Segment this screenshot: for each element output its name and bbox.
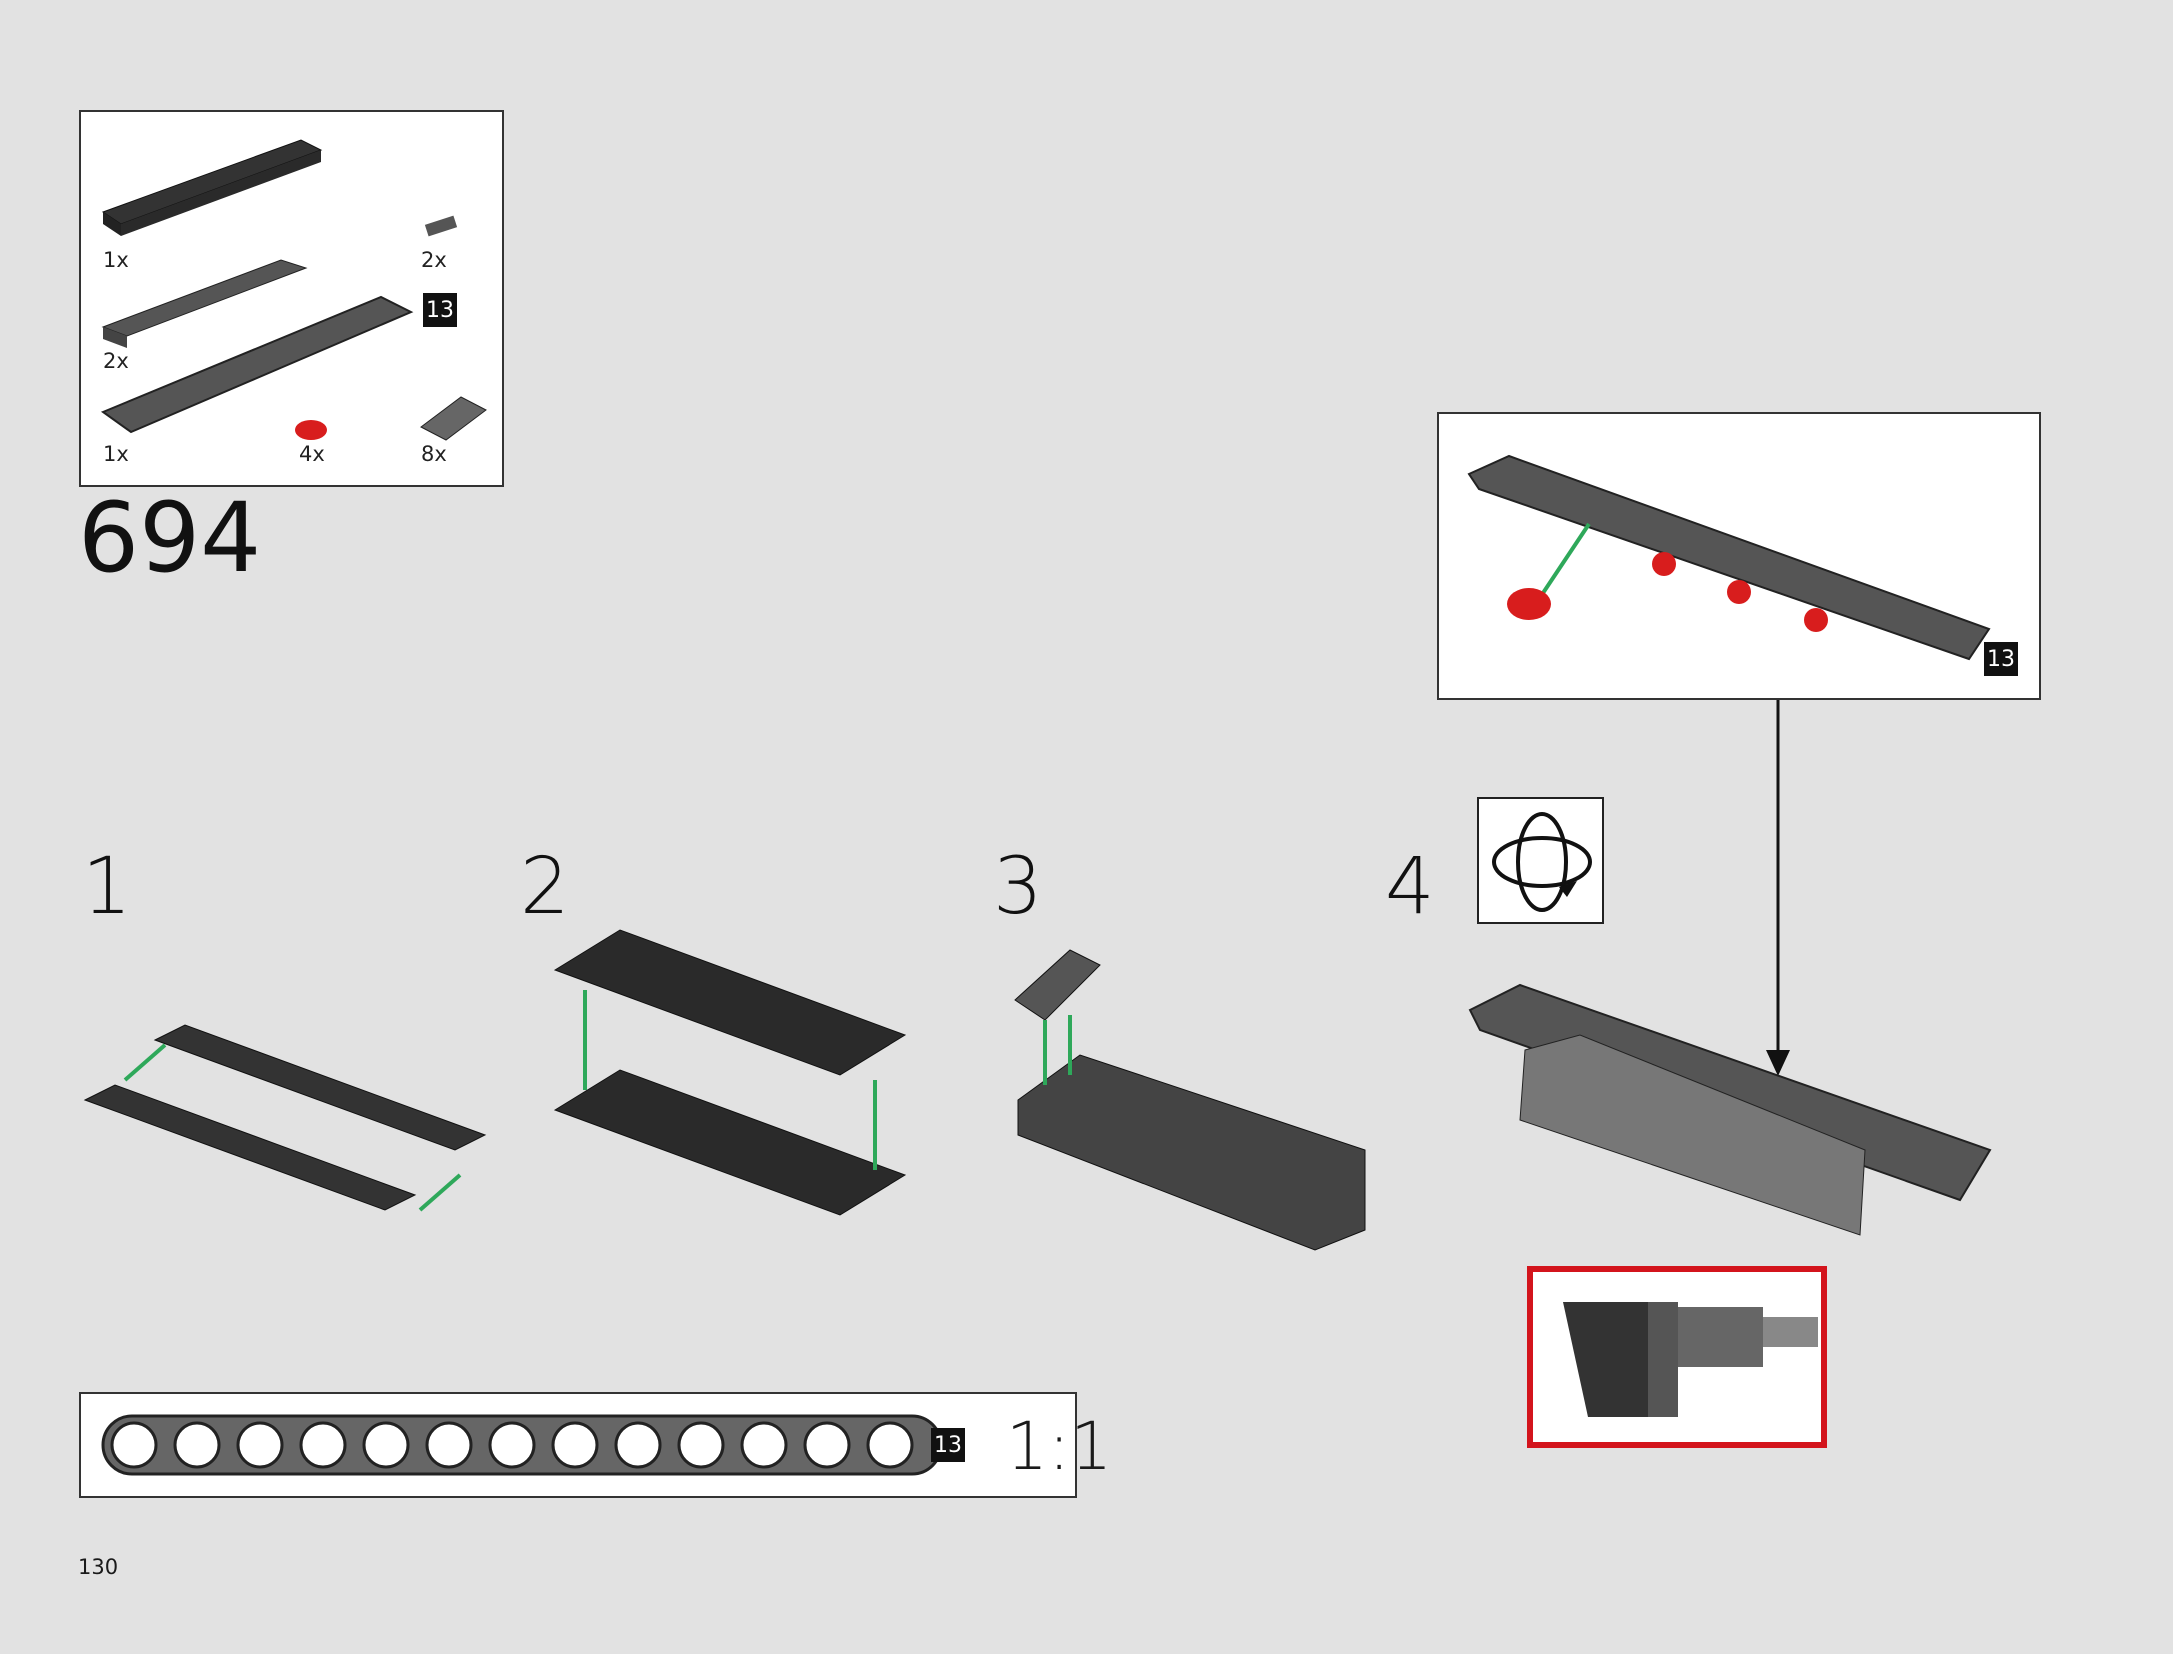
axle-connector-image: [424, 215, 458, 237]
ruler-hole: [299, 1421, 347, 1469]
part-qty-plate-2x8: 1x: [103, 248, 129, 272]
part-qty-axle-connector: 2x: [421, 248, 447, 272]
ruler-hole: [551, 1421, 599, 1469]
scale-ruler-holes: [110, 1421, 914, 1469]
part-qty-beam-13: 1x: [103, 442, 129, 466]
part-qty-plate-1x8: 2x: [103, 349, 129, 373]
substep-1-number: 1: [82, 842, 132, 932]
beam-13-image: [100, 295, 414, 434]
rotate-icon: [1492, 812, 1592, 912]
callout-badge: 13: [1984, 642, 2018, 676]
ruler-hole: [236, 1421, 284, 1469]
pin-red-image: [295, 420, 327, 440]
ruler-hole: [110, 1421, 158, 1469]
substep-4-number: 4: [1385, 842, 1435, 932]
callout-beam-image: [1467, 454, 1991, 661]
part-badge-beam-13: 13: [423, 293, 457, 327]
ruler-hole: [677, 1421, 725, 1469]
ruler-hole: [740, 1421, 788, 1469]
scale-ruler-badge: 13: [931, 1428, 965, 1462]
parts-list: 1x 2x 2x 13 1x 4x 8x: [79, 110, 504, 487]
plate-1x8-image: [101, 259, 308, 348]
ruler-hole: [866, 1421, 914, 1469]
ruler-hole: [488, 1421, 536, 1469]
highlight-detail-image: [1563, 1302, 1818, 1417]
scale-ruler-label: 1:1: [1006, 1408, 1113, 1485]
plate-2x8-image: [101, 139, 323, 236]
substep-3-number: 3: [993, 842, 1043, 932]
main-step-number: 694: [78, 482, 262, 594]
highlight-detail-box: [1527, 1266, 1827, 1448]
rotate-box: [1477, 797, 1604, 924]
ruler-hole: [362, 1421, 410, 1469]
substep-2-number: 2: [520, 842, 570, 932]
slope-grille-image: [420, 396, 487, 441]
ruler-hole: [173, 1421, 221, 1469]
callout-box: 13: [1437, 412, 2041, 700]
ruler-hole: [803, 1421, 851, 1469]
part-qty-pin-red: 4x: [299, 442, 325, 466]
part-qty-slope-grille: 8x: [421, 442, 447, 466]
page-number: 130: [78, 1555, 119, 1579]
scale-ruler-box: 13 1:1: [79, 1392, 1112, 1498]
ruler-hole: [425, 1421, 473, 1469]
ruler-hole: [614, 1421, 662, 1469]
